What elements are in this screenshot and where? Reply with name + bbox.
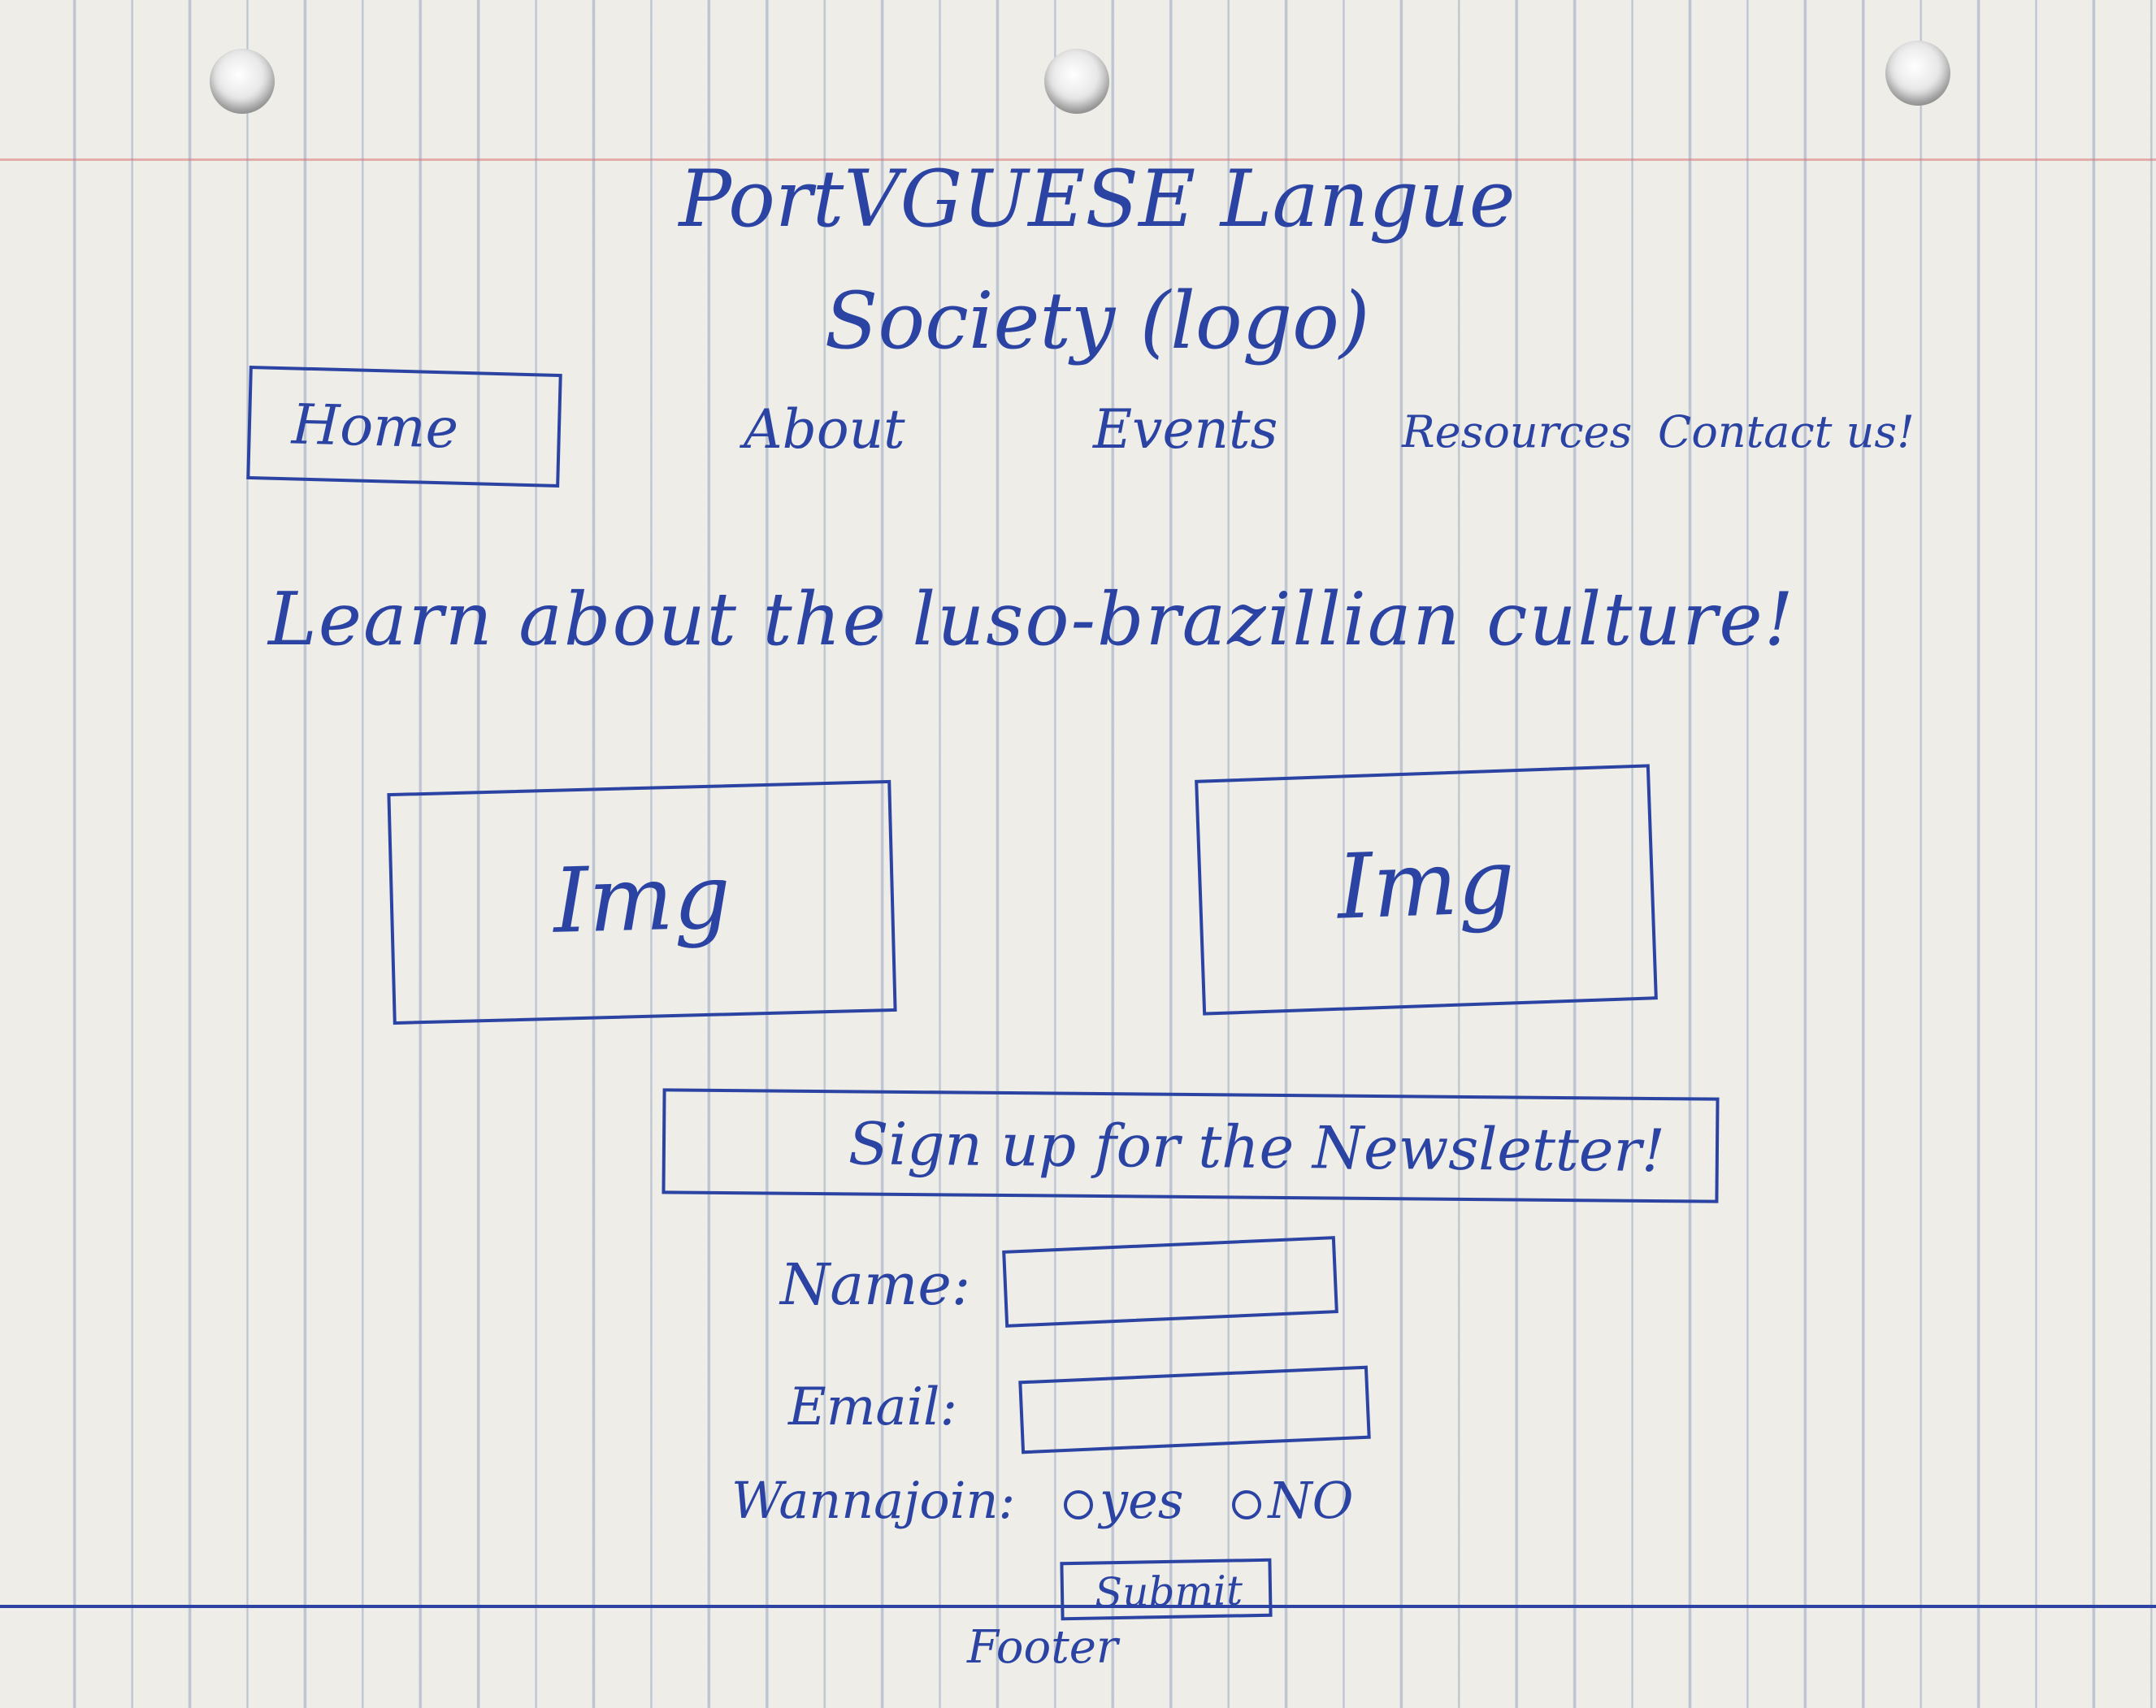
- binder-hole-left: [210, 49, 275, 114]
- binder-hole-right: [1885, 41, 1950, 106]
- nav-resources-link[interactable]: Resources: [1402, 406, 1633, 457]
- join-radio-group: Wannajoin: yes NO: [731, 1471, 1353, 1530]
- image-placeholder-2-label: Img: [1335, 829, 1517, 939]
- name-label: Name:: [780, 1251, 971, 1318]
- radio-no[interactable]: [1232, 1489, 1262, 1519]
- radio-no-label: NO: [1268, 1471, 1354, 1530]
- site-logo[interactable]: PortVGUESE Langue Society (logo): [609, 138, 1585, 382]
- logo-line-2: Society (logo): [824, 275, 1370, 366]
- footer-divider: [0, 1605, 2156, 1608]
- binder-hole-center: [1044, 49, 1109, 114]
- footer: Footer: [967, 1621, 1118, 1674]
- nav-events-link[interactable]: Events: [1093, 398, 1278, 461]
- image-placeholder-2: Img: [1195, 764, 1658, 1016]
- email-label: Email:: [788, 1377, 958, 1437]
- hero-headline: Learn about the luso-brazillian culture!: [268, 577, 1795, 662]
- image-placeholder-1-label: Img: [552, 844, 732, 953]
- radio-yes[interactable]: [1064, 1489, 1094, 1519]
- newsletter-banner: Sign up for the Newsletter!: [662, 1088, 1720, 1203]
- name-input[interactable]: [1002, 1236, 1338, 1328]
- email-input[interactable]: [1018, 1365, 1371, 1454]
- radio-yes-label: yes: [1100, 1471, 1184, 1530]
- nav-about-link[interactable]: About: [744, 398, 905, 461]
- image-placeholder-1: Img: [387, 779, 897, 1025]
- nav-home-button[interactable]: Home: [246, 365, 562, 488]
- join-label: Wannajoin:: [731, 1471, 1016, 1530]
- nav-contact-link[interactable]: Contact us!: [1658, 406, 1915, 457]
- newsletter-heading: Sign up for the Newsletter!: [848, 1109, 1666, 1186]
- nav-home-label: Home: [290, 392, 459, 462]
- submit-button[interactable]: Submit: [1060, 1558, 1273, 1621]
- logo-line-1: PortVGUESE Langue: [679, 154, 1516, 245]
- submit-button-label: Submit: [1094, 1567, 1243, 1617]
